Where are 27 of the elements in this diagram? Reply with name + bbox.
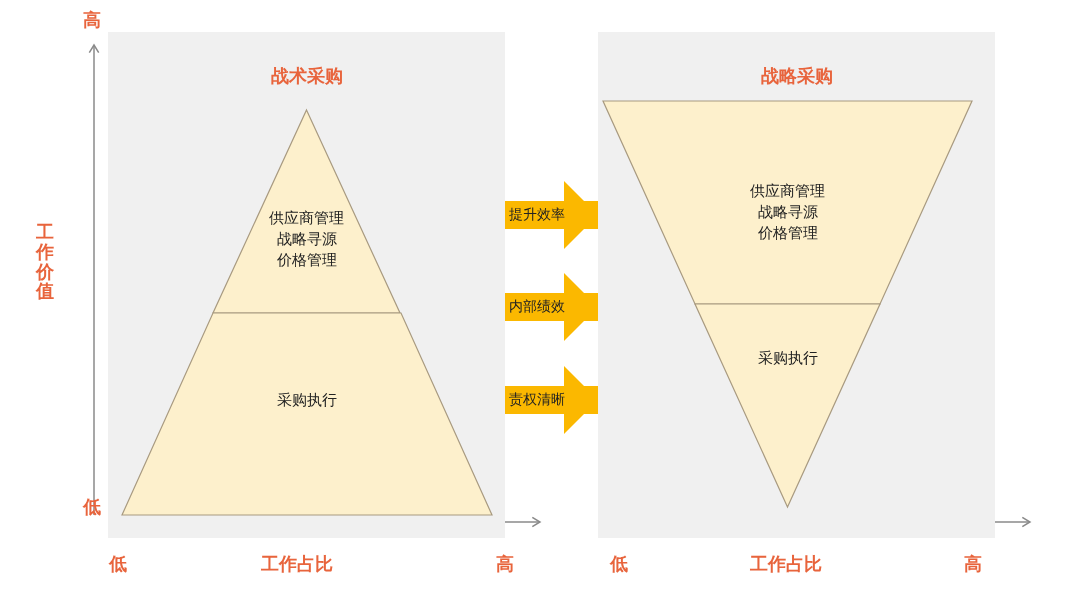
block-arrow bbox=[505, 273, 598, 341]
block-arrow bbox=[505, 366, 598, 434]
block-arrow bbox=[505, 181, 598, 249]
section-text: 供应商管理 bbox=[268, 208, 345, 229]
section-text: 战略寻源 bbox=[275, 229, 338, 250]
axis-label: 低 bbox=[83, 495, 101, 519]
section-text: 价格管理 bbox=[275, 250, 338, 271]
edge-label: 责权清晰 bbox=[508, 391, 565, 409]
section-text: 战略寻源 bbox=[756, 202, 819, 223]
axis-label: 低 bbox=[109, 552, 127, 576]
panel-heading: 战略采购 bbox=[759, 64, 834, 88]
axis-label: 工作占比 bbox=[261, 552, 333, 576]
axis-label: 工作价值 bbox=[36, 222, 54, 302]
section-text: 价格管理 bbox=[756, 223, 819, 244]
axis-label: 工作占比 bbox=[750, 552, 822, 576]
edge-label: 提升效率 bbox=[508, 206, 565, 224]
panel-heading: 战术采购 bbox=[269, 64, 344, 88]
section-text: 供应商管理 bbox=[749, 181, 826, 202]
panel-background bbox=[108, 32, 505, 538]
axis-label: 高 bbox=[83, 8, 101, 32]
axis-label: 低 bbox=[610, 552, 628, 576]
section-text: 采购执行 bbox=[276, 390, 338, 411]
axis-label: 高 bbox=[964, 552, 982, 576]
edge-label: 内部绩效 bbox=[508, 298, 565, 316]
axis-label: 高 bbox=[496, 552, 514, 576]
panel-background bbox=[598, 32, 995, 538]
section-text: 采购执行 bbox=[756, 348, 819, 369]
